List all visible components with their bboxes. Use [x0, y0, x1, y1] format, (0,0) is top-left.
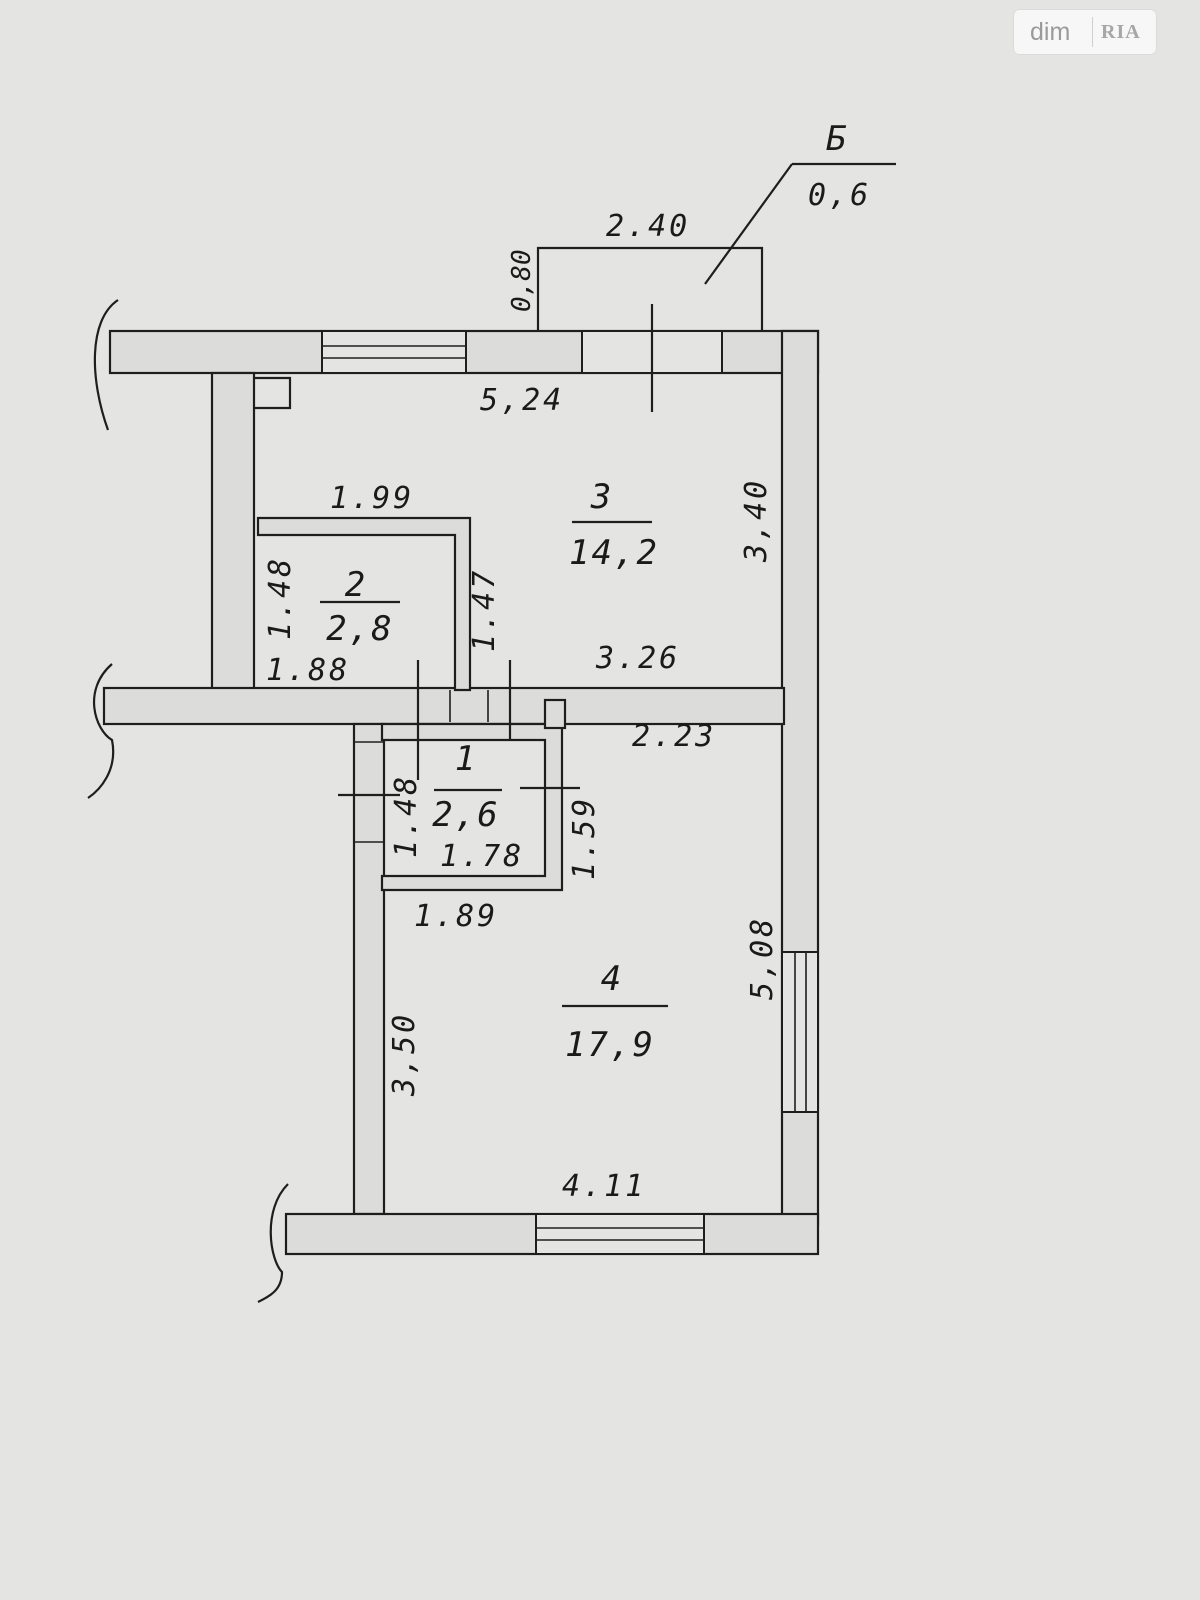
dim-room2-right: 1.47	[467, 568, 502, 652]
balcony-label: Б	[826, 119, 848, 159]
window-right	[781, 951, 819, 1113]
room-1-number: 1	[455, 739, 477, 779]
dim-ria-watermark: dim RIA	[1014, 10, 1156, 54]
dim-top-wall: 5,24	[480, 383, 564, 418]
break-bottom-left	[257, 1183, 289, 1303]
break-top-left	[93, 299, 119, 431]
dim-room4-right: 5,08	[745, 916, 780, 1000]
windows	[321, 330, 819, 1255]
balcony-width: 2.40	[606, 209, 690, 244]
room-2-label: 2 2,8	[320, 565, 400, 649]
balcony-area: 0,6	[808, 178, 871, 213]
dim-room1-bottom: 1.78	[440, 839, 524, 874]
room2-partition	[256, 516, 472, 692]
room1-partition	[380, 722, 564, 892]
balcony-labels: Б 0,6 2.40 0,80	[507, 119, 871, 312]
window-top	[321, 330, 467, 374]
walls	[102, 329, 820, 1256]
dim-room2-left: 1.48	[263, 556, 298, 640]
upper-left-wall	[210, 371, 256, 693]
watermark-dim-text: dim	[1030, 17, 1071, 46]
balcony-depth: 0,80	[507, 249, 537, 312]
room-2-number: 2	[345, 565, 367, 605]
window-bottom	[535, 1213, 705, 1255]
dim-room1-left: 1.48	[389, 774, 424, 858]
room-3-number: 3	[590, 477, 613, 517]
dim-room1-right: 1.59	[567, 796, 602, 880]
middle-wall	[102, 686, 786, 726]
dim-room3-bottom: 3.26	[595, 641, 680, 676]
room-1-area: 2,6	[432, 795, 499, 835]
dim-room4-bottom: 4.11	[562, 1169, 646, 1204]
dim-room3-right: 3,40	[739, 478, 774, 563]
room1-door-jamb	[543, 698, 567, 730]
room-3-area: 14,2	[569, 533, 659, 573]
dimension-labels: 5,24 3,40 1.99 1.48 1.47 1.88 3.26 2.23 …	[263, 383, 780, 1204]
room-4-label: 4 17,9	[562, 959, 668, 1065]
dim-room4-top: 2.23	[632, 719, 716, 754]
wall-breaks	[87, 299, 289, 1303]
watermark-ria-text: RIA	[1101, 20, 1141, 43]
lower-left-wall	[352, 722, 386, 1216]
dim-room2-top: 1.99	[330, 481, 414, 516]
balcony-door	[581, 304, 723, 412]
corner-shaft	[254, 376, 292, 410]
watermark-divider	[1092, 17, 1093, 47]
room-4-area: 17,9	[565, 1025, 655, 1065]
room-3-label: 3 14,2	[569, 477, 659, 573]
balcony-leader-line	[704, 163, 793, 285]
break-middle-left	[87, 663, 115, 799]
room-2-area: 2,8	[326, 609, 393, 649]
dim-room2-bottom: 1.88	[266, 653, 350, 688]
room-4-number: 4	[601, 959, 623, 999]
dim-room4-left: 3,50	[387, 1012, 422, 1097]
room-1-label: 1 2,6	[432, 739, 502, 835]
dim-room4-top-left: 1.89	[414, 899, 498, 934]
door-marks	[338, 660, 580, 843]
balcony	[536, 162, 896, 331]
balcony-outline	[536, 246, 764, 331]
